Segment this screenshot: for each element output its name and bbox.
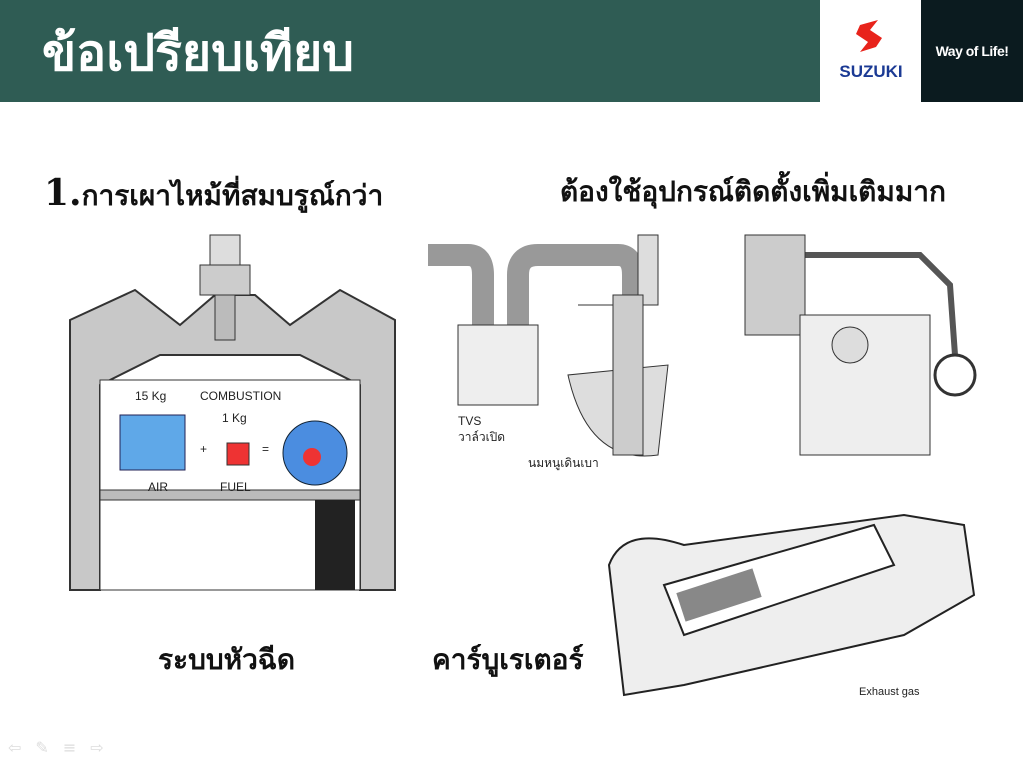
air-label: AIR: [148, 480, 168, 494]
fuel-qty-label: 1 Kg: [222, 411, 247, 425]
prev-slide-icon[interactable]: ⇦: [8, 738, 22, 757]
brand-name: SUZUKI: [839, 62, 903, 81]
fuel-cube-icon: [226, 442, 250, 466]
slide-nav: ⇦ ✎ ≡ ⇨: [8, 738, 104, 757]
heading-text: การเผาไหม้ที่สมบรูณ์กว่า: [81, 179, 384, 212]
exhaust-gas-label: Exhaust gas: [859, 686, 920, 698]
suzuki-s-icon: [856, 20, 882, 52]
pen-icon[interactable]: ✎: [35, 738, 49, 757]
plus-sign: +: [200, 442, 207, 456]
valve-label: วาล์วเปิด: [458, 430, 505, 444]
equals-sign: =: [262, 442, 269, 456]
fuel-label: FUEL: [220, 480, 251, 494]
exhaust-diagram: Exhaust gas: [607, 513, 976, 698]
tvs-label: TVS: [458, 414, 481, 428]
next-slide-icon[interactable]: ⇨: [90, 738, 104, 757]
combustion-label: COMBUSTION: [200, 389, 281, 403]
idle-jet-label: นมหนูเดินเบา: [528, 456, 599, 471]
right-heading: ต้องใช้อุปกรณ์ติดตั้งเพิ่มเติมมาก: [560, 175, 946, 208]
air-qty-label: 15 Kg: [135, 389, 166, 403]
slide-header: ข้อเปรียบเทียบ: [0, 0, 820, 102]
combustion-diagram: 15 Kg COMBUSTION 1 Kg + = AIR FUEL: [69, 234, 396, 591]
right-caption: คาร์บูเรเตอร์: [432, 643, 584, 676]
suzuki-logo: SUZUKI: [820, 0, 921, 102]
air-cubes-icon: [119, 414, 186, 471]
slogan: Way of Life!: [921, 0, 1023, 102]
carburetor-diagram: TVS วาล์วเปิด นมหนูเดินเบา: [428, 234, 669, 471]
slide-title: ข้อเปรียบเทียบ: [42, 23, 355, 82]
left-heading: 1.การเผาไหม้ที่สมบรูณ์กว่า: [44, 172, 383, 218]
left-caption: ระบบหัวฉีด: [158, 643, 296, 676]
menu-icon[interactable]: ≡: [62, 738, 77, 757]
heading-number: 1.: [44, 172, 82, 214]
carburetor-linkage-diagram: [744, 234, 977, 456]
